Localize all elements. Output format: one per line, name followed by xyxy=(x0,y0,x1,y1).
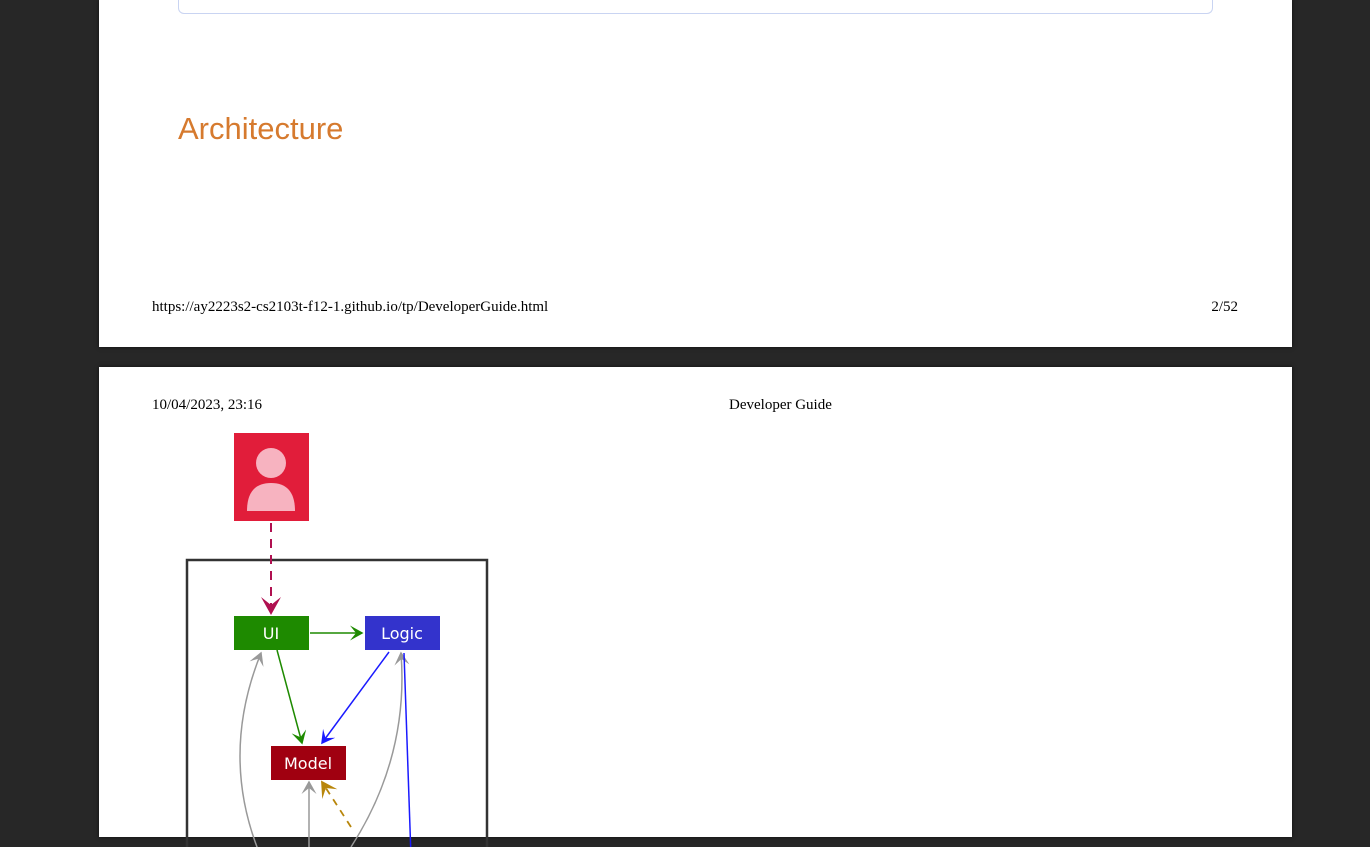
pdf-page-2: Architecture https://ay2223s2-cs2103t-f1… xyxy=(99,0,1292,347)
logic-to-model-edge xyxy=(321,651,390,745)
storage-to-logic-edge xyxy=(350,651,410,847)
ui-node: UI xyxy=(234,616,309,650)
storage-to-ui-edge xyxy=(239,651,264,847)
page-footer-url: https://ay2223s2-cs2103t-f12-1.github.io… xyxy=(152,299,549,315)
system-boundary-box xyxy=(185,558,489,847)
page-footer-page-number: 2/52 xyxy=(1211,299,1238,315)
ui-to-model-edge xyxy=(276,649,307,745)
model-node-label: Model xyxy=(284,754,332,773)
logic-node: Logic xyxy=(365,616,440,650)
logic-to-storage-edge xyxy=(403,652,412,847)
ui-node-label: UI xyxy=(263,624,279,643)
user-icon xyxy=(234,433,309,521)
pdf-page-3: 10/04/2023, 23:16 Developer Guide xyxy=(99,367,1292,847)
logic-node-label: Logic xyxy=(381,624,423,643)
architecture-diagram: UI Logic Model xyxy=(185,433,489,847)
page-header-date: 10/04/2023, 23:16 xyxy=(152,397,263,413)
model-node: Model xyxy=(271,746,346,780)
page-header-title: Developer Guide xyxy=(729,397,832,413)
section-heading-architecture: Architecture xyxy=(178,111,344,146)
callout-box xyxy=(178,0,1213,14)
storage-to-model-dashed-edge xyxy=(321,780,352,828)
